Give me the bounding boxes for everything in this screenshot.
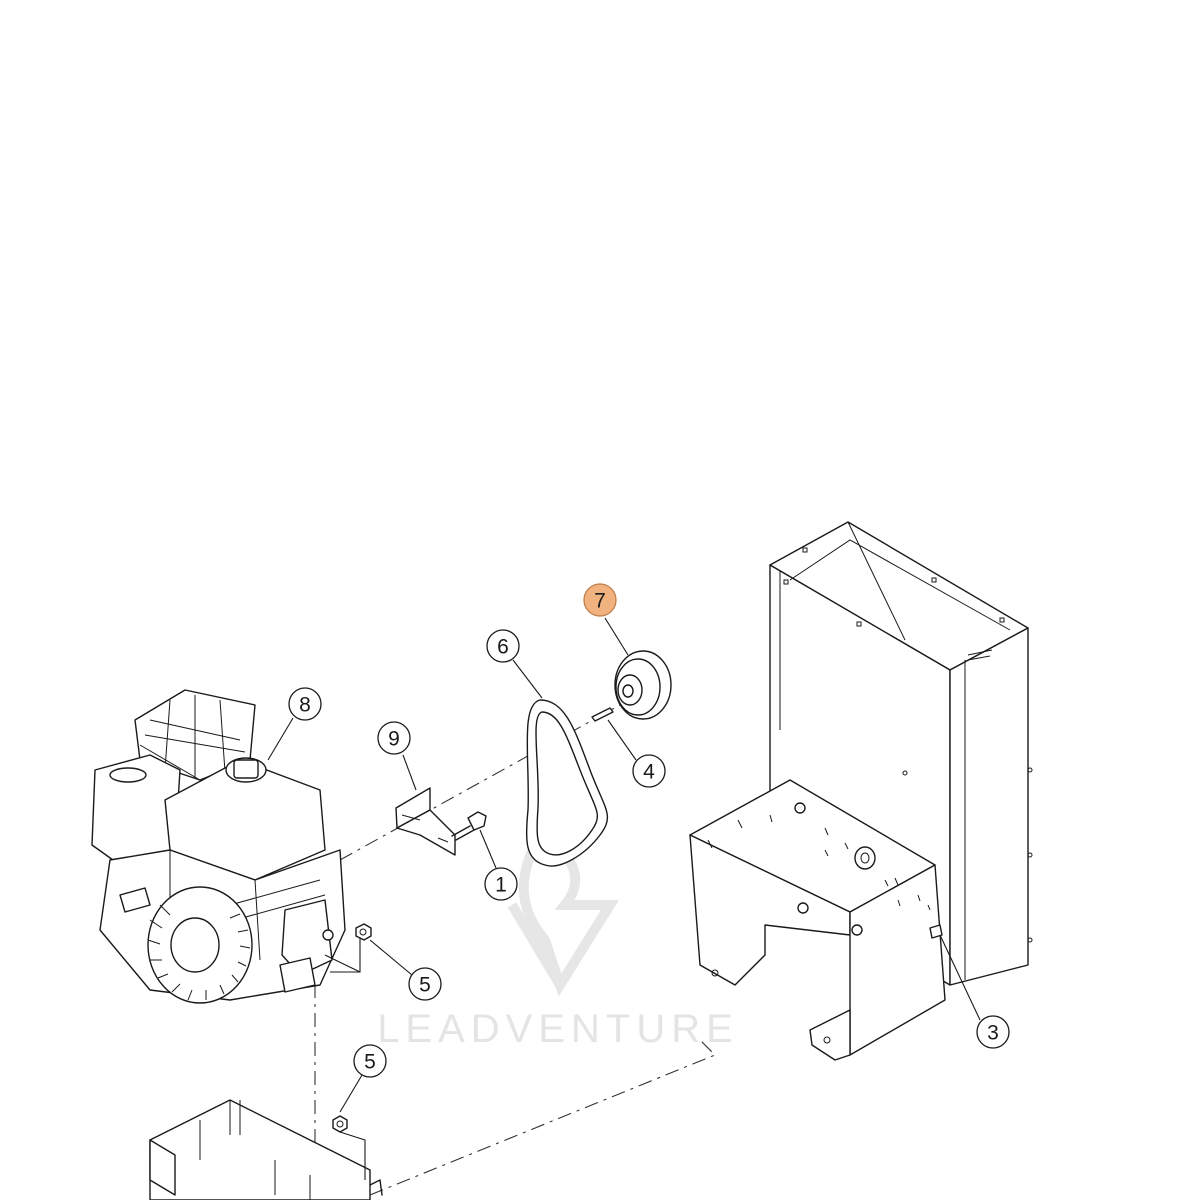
callout-4[interactable]: 4 [632, 754, 666, 788]
svg-text:3: 3 [987, 1022, 999, 1045]
callout-9[interactable]: 9 [377, 721, 411, 755]
callout-1[interactable]: 1 [484, 867, 518, 901]
svg-text:6: 6 [497, 636, 509, 659]
svg-text:8: 8 [299, 694, 311, 717]
callout-3[interactable]: 3 [976, 1015, 1010, 1049]
callout-6[interactable]: 6 [486, 629, 520, 663]
svg-text:1: 1 [495, 874, 507, 897]
nut-part-lower [332, 1115, 348, 1133]
svg-text:4: 4 [643, 761, 655, 784]
watermark-text: LEADVENTURE [377, 1007, 739, 1051]
callout-5-lower[interactable]: 5 [353, 1044, 387, 1078]
pulley-part [614, 650, 672, 720]
engine-assembly [91, 689, 346, 1004]
svg-text:5: 5 [419, 974, 431, 997]
bracket-part [395, 787, 456, 856]
bolt-part [451, 811, 487, 841]
callout-8[interactable]: 8 [288, 687, 322, 721]
svg-text:7: 7 [594, 590, 606, 613]
leadventure-watermark: LEADVENTURE [377, 828, 739, 1051]
base-plate [149, 1099, 383, 1200]
v-belt-part [525, 699, 609, 867]
svg-text:5: 5 [364, 1051, 376, 1074]
svg-text:9: 9 [388, 728, 400, 751]
nut-part-upper [355, 923, 372, 941]
callout-7[interactable]: 7 [583, 583, 617, 617]
callout-leaders [267, 617, 981, 1180]
key-part [591, 707, 614, 722]
mount-bracket [689, 779, 946, 1061]
callout-5-upper[interactable]: 5 [408, 967, 442, 1001]
